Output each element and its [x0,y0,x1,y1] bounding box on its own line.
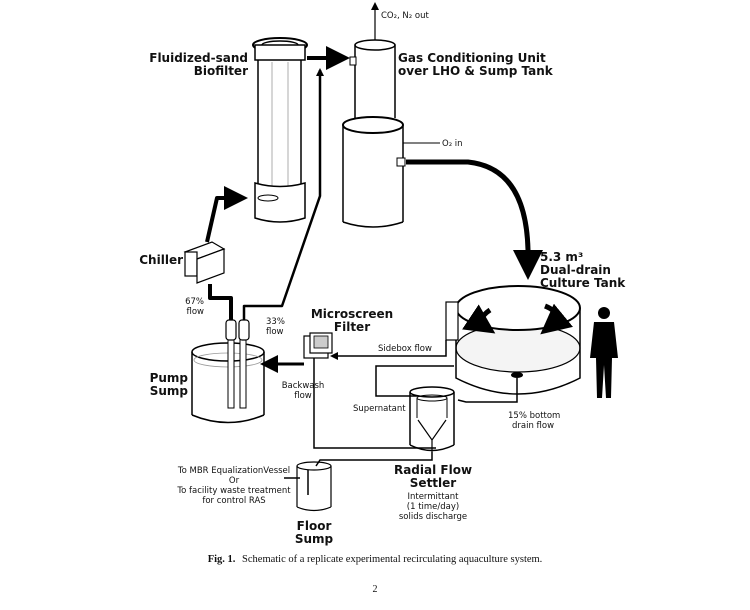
sidebox-flow-label: Sidebox flow [378,344,432,354]
biofilter-title-line2: Biofilter [194,64,248,78]
backwash-label-line2: flow [294,391,312,401]
tank-title-line3: Culture Tank [540,276,626,290]
flow-67-line1: 67% [185,297,204,307]
gas-conditioning-unit [342,2,440,228]
flow-67-line2: flow [186,307,204,317]
caption-text: Schematic of a replicate experimental re… [242,554,542,565]
page-number: 2 [373,584,378,595]
mbr-label-line3: To facility waste treatment [176,486,291,496]
sidebox-flow-pipe [330,340,447,360]
tank-title-line2: Dual-drain [540,263,611,277]
mbr-label-line2: Or [229,476,240,486]
microscreen-title-line1: Microscreen [311,307,393,321]
pump-sump-title-line2: Sump [150,384,189,398]
floor-sump [296,461,332,512]
settler-to-floor-pipe [315,452,433,467]
secondary-pipes [284,340,518,479]
discharge-label-line3: solids discharge [399,512,467,522]
settler-title-line1: Radial Flow [394,463,472,477]
mbr-label-line4: for control RAS [202,496,265,506]
caption-prefix: Fig. 1. [208,554,236,565]
figure-caption: Fig. 1. Schematic of a replicate experim… [208,554,543,565]
bottom-drain-label-line2: drain flow [512,421,554,431]
backwash-pipe [313,358,436,449]
floor-sump-title-line1: Floor [297,519,332,533]
backwash-label-line1: Backwash [282,381,325,391]
biofilter-title-line1: Fluidized-sand [149,51,248,65]
person-silhouette [590,307,618,398]
pump-to-chiller-pipe [208,284,233,320]
chiller-to-biofilter-pipe [205,186,248,243]
pump-sump-title-line1: Pump [150,371,189,385]
culture-tank [445,285,581,395]
settler-title-line2: Settler [410,476,457,490]
supernatant-pipe [375,365,454,397]
microscreen-title-line2: Filter [334,320,370,334]
tank-volume-label: 5.3 m³ [540,250,583,264]
supernatant-label: Supernatant [353,404,406,414]
o2-in-label: O₂ in [442,139,463,149]
mbr-label-line1: To MBR EqualizationVessel [177,466,290,476]
microscreen-filter [303,332,333,359]
chiller [183,241,226,284]
radial-flow-settler [409,386,455,452]
chiller-label: Chiller [139,253,183,267]
discharge-label-line1: Intermittant [407,492,459,502]
flow-33-line1: 33% [266,317,285,327]
flow-33-line2: flow [266,327,284,337]
bottom-drain-pipe [457,378,518,403]
discharge-label-line2: (1 time/day) [407,502,459,512]
floor-sump-title-line2: Sump [295,532,334,546]
biofilter [252,37,308,223]
gcu-title-line2: over LHO & Sump Tank [398,64,554,78]
gcu-to-tank-pipe [406,159,543,280]
pump-to-gcu-pipe [242,68,324,320]
main-flow-pipes [205,46,543,373]
co2-out-label: CO₂, N₂ out [381,11,429,21]
pump-sump [191,319,265,424]
bottom-drain-label-line1: 15% bottom [508,411,560,421]
gcu-title-line1: Gas Conditioning Unit [398,51,546,65]
